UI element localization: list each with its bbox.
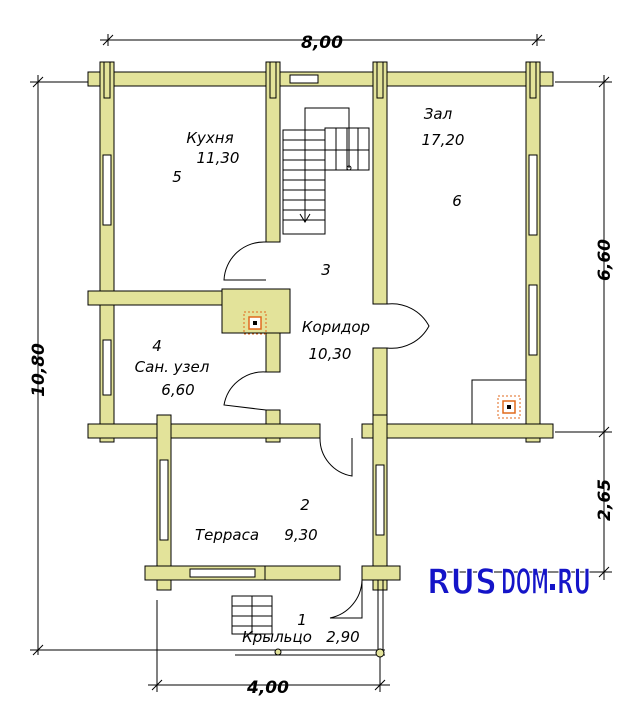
room-name: Кухня <box>186 129 233 147</box>
wall-bath-right <box>265 331 281 373</box>
brand-watermark: RUS DOM RU <box>426 561 592 604</box>
room-hall: Зал 17,20 6 <box>422 105 465 210</box>
wall-main-bottom-right <box>361 423 554 439</box>
window-top-stair <box>289 74 319 84</box>
room-stair-number: 3 <box>321 261 331 279</box>
room-area: 11,30 <box>197 149 240 167</box>
room-area: 9,30 <box>284 526 317 544</box>
room-name: Сан. узел <box>135 358 210 376</box>
room-area: 6,60 <box>161 381 194 399</box>
room-number: 1 <box>297 611 307 629</box>
room-name: Зал <box>424 105 453 123</box>
room-bathroom: 4 Сан. узел 6,60 <box>135 337 210 399</box>
wall-top <box>87 71 554 87</box>
room-terrace: 2 Терраса 9,30 <box>195 496 318 544</box>
window-terrace-right <box>375 464 385 536</box>
window-bath <box>102 339 112 396</box>
stove-icon <box>243 311 267 335</box>
window-kitchen <box>102 154 112 226</box>
room-area: 17,20 <box>422 131 465 149</box>
dimension-lines <box>30 34 612 692</box>
watermark-dot <box>550 584 555 590</box>
room-porch: 1 Крыльцо 2,90 <box>242 611 360 646</box>
room-number: 4 <box>152 337 162 355</box>
dim-left: 10,80 <box>29 343 49 397</box>
room-corridor: Коридор 10,30 <box>302 318 370 363</box>
dim-right-lower: 2,65 <box>595 479 615 521</box>
windows <box>102 74 538 578</box>
room-area: 2,90 <box>326 628 359 646</box>
watermark-rus: RUS <box>427 562 497 603</box>
watermark-dom: DOM <box>501 562 549 603</box>
window-terrace-left <box>159 459 169 541</box>
room-name: Терраса <box>195 526 259 544</box>
room-kitchen: Кухня 11,30 5 <box>172 129 239 186</box>
watermark-ru: RU <box>557 562 591 603</box>
wall-main-bottom <box>87 423 321 439</box>
staircase <box>282 107 370 235</box>
room-name: Коридор <box>302 318 370 336</box>
room-number: 6 <box>452 192 462 210</box>
wall-terrace-bottom-right <box>264 565 341 581</box>
room-number: 5 <box>172 168 182 186</box>
porch <box>231 580 385 658</box>
wall-right <box>525 61 541 443</box>
room-number: 2 <box>300 496 310 514</box>
window-hall-upper <box>528 154 538 236</box>
dim-right-upper: 6,60 <box>595 239 615 281</box>
wall-terrace-bottom-post <box>361 565 401 581</box>
window-terrace-bottom <box>189 568 256 578</box>
dim-bottom: 4,00 <box>246 678 289 698</box>
room-area: 10,30 <box>309 345 352 363</box>
window-hall-lower <box>528 284 538 356</box>
stove-hall <box>471 379 527 425</box>
dim-top: 8,00 <box>301 33 343 53</box>
room-name: Крыльцо <box>242 628 312 646</box>
wall-kitchen-bottom <box>87 290 224 306</box>
doors <box>223 241 430 619</box>
